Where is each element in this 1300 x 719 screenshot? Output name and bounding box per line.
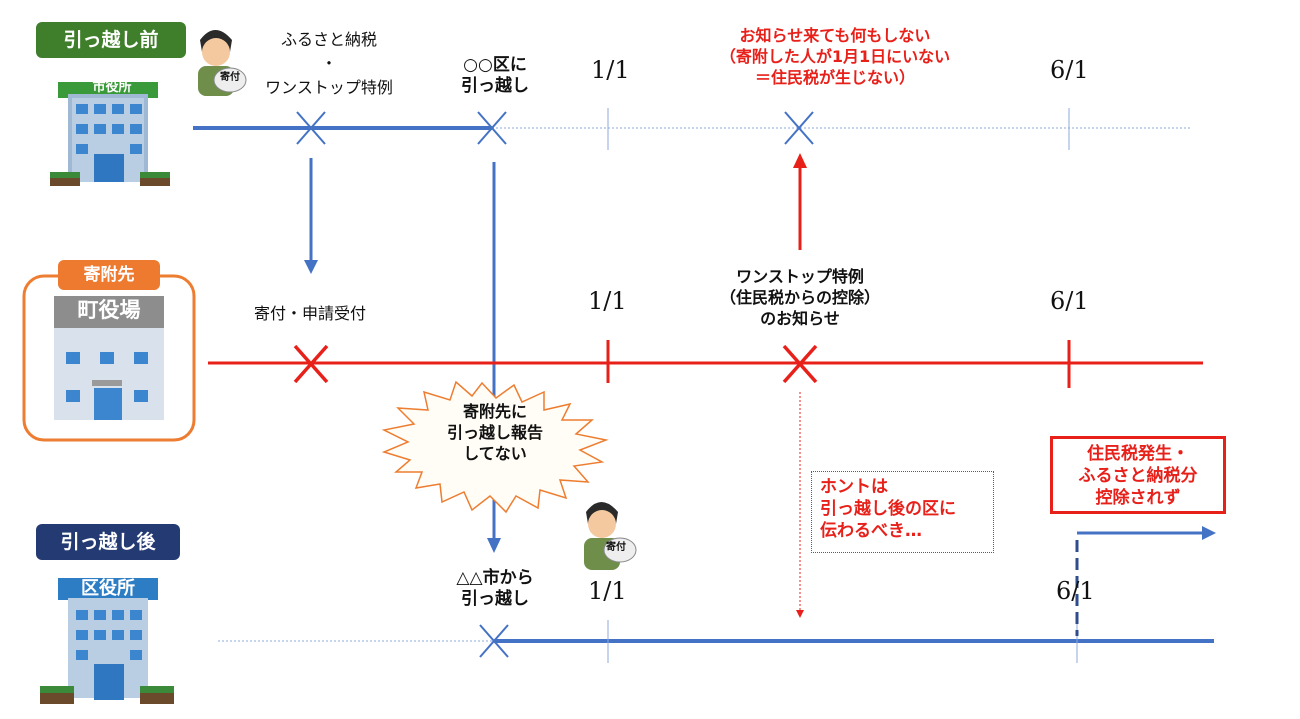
notice-label: ワンストップ特例 （住民税からの控除） のお知らせ bbox=[715, 267, 885, 329]
donor-person-top bbox=[198, 30, 247, 96]
tag-before: 引っ越し前 bbox=[36, 22, 186, 58]
move-in-line1: △△市から bbox=[456, 568, 534, 588]
bot-cross-move-in bbox=[479, 624, 509, 658]
tag-after: 引っ越し後 bbox=[36, 524, 180, 560]
mid-cross-received bbox=[293, 344, 329, 384]
move-in-line2: 引っ越し bbox=[461, 589, 529, 610]
furusato-line3: ワンストップ特例 bbox=[265, 78, 393, 97]
move-line-head bbox=[487, 538, 501, 553]
notice-line3: のお知らせ bbox=[760, 308, 840, 328]
top-cross-ignored bbox=[784, 111, 814, 145]
top-cross-move-out bbox=[477, 111, 507, 145]
notice-line1: ワンストップ特例 bbox=[736, 267, 864, 286]
town-hall-label: 町役場 bbox=[77, 298, 141, 322]
should-line1: ホントは bbox=[820, 477, 888, 497]
burst-label: 寄附先に 引っ越し報告 してない bbox=[430, 402, 560, 464]
top-date-jun: 6/1 bbox=[1050, 56, 1089, 84]
red-arrow-up-head bbox=[793, 153, 807, 168]
notice-ignored-line1: お知らせ来ても何もしない bbox=[739, 26, 931, 45]
burst-shape bbox=[381, 380, 609, 514]
tag-donation: 寄附先 bbox=[58, 260, 160, 290]
burst-line3: してない bbox=[463, 443, 527, 463]
top-date-jan: 1/1 bbox=[591, 56, 630, 84]
result-arrow-head bbox=[1202, 526, 1216, 540]
notice-ignored-label: お知らせ来ても何もしない （寄附した人が1月1日にいない ＝住民税が生じない） bbox=[690, 26, 980, 88]
arrow-donation-head bbox=[304, 260, 318, 274]
move-out-line2: 引っ越し bbox=[461, 76, 529, 97]
furusato-label: ふるさと納税 ・ ワンストップ特例 bbox=[244, 28, 414, 100]
notice-line2: （住民税からの控除） bbox=[719, 287, 880, 307]
result-line1: 住民税発生・ bbox=[1087, 444, 1189, 464]
ward-office-label: 区役所 bbox=[81, 578, 135, 599]
mid-date-jan: 1/1 bbox=[588, 287, 627, 315]
bag-label-top: 寄付 bbox=[220, 72, 240, 83]
result-line3: 控除されず bbox=[1095, 488, 1181, 509]
should-dotted-head bbox=[796, 610, 804, 618]
burst-line2: 引っ越し報告 bbox=[446, 422, 543, 442]
result-line2: ふるさと納税分 bbox=[1078, 466, 1198, 487]
furusato-line1: ふるさと納税 bbox=[280, 30, 377, 49]
move-in-label: △△市から 引っ越し bbox=[440, 568, 550, 611]
bot-date-jun: 6/1 bbox=[1056, 577, 1095, 605]
ward-office-building bbox=[40, 578, 174, 704]
received-label: 寄付・申請受付 bbox=[254, 304, 367, 323]
city-hall-label: 市役所 bbox=[92, 80, 132, 95]
furusato-line2: ・ bbox=[320, 54, 337, 73]
should-notice-box: ホントは 引っ越し後の区に 伝わるべき… bbox=[811, 471, 994, 553]
notice-ignored-line3: ＝住民税が生じない） bbox=[754, 67, 915, 87]
should-line3: 伝わるべき… bbox=[820, 521, 922, 542]
city-hall-building bbox=[50, 82, 170, 186]
notice-ignored-line2: （寄附した人が1月1日にいない bbox=[719, 46, 951, 66]
mid-cross-notice bbox=[782, 344, 818, 384]
burst-line1: 寄附先に bbox=[462, 402, 527, 421]
bag-label-bottom: 寄付 bbox=[606, 542, 626, 553]
bot-date-jan: 1/1 bbox=[588, 577, 627, 605]
move-out-label: ○○区に 引っ越し bbox=[440, 55, 550, 98]
move-out-line1: ○○区に bbox=[463, 55, 527, 75]
donor-person-bottom bbox=[584, 502, 637, 570]
town-hall-building bbox=[22, 274, 196, 442]
should-line2: 引っ越し後の区に bbox=[820, 499, 956, 520]
mid-date-jun: 6/1 bbox=[1050, 287, 1089, 315]
top-cross-furusato bbox=[296, 111, 326, 145]
result-box: 住民税発生・ ふるさと納税分 控除されず bbox=[1050, 436, 1226, 514]
